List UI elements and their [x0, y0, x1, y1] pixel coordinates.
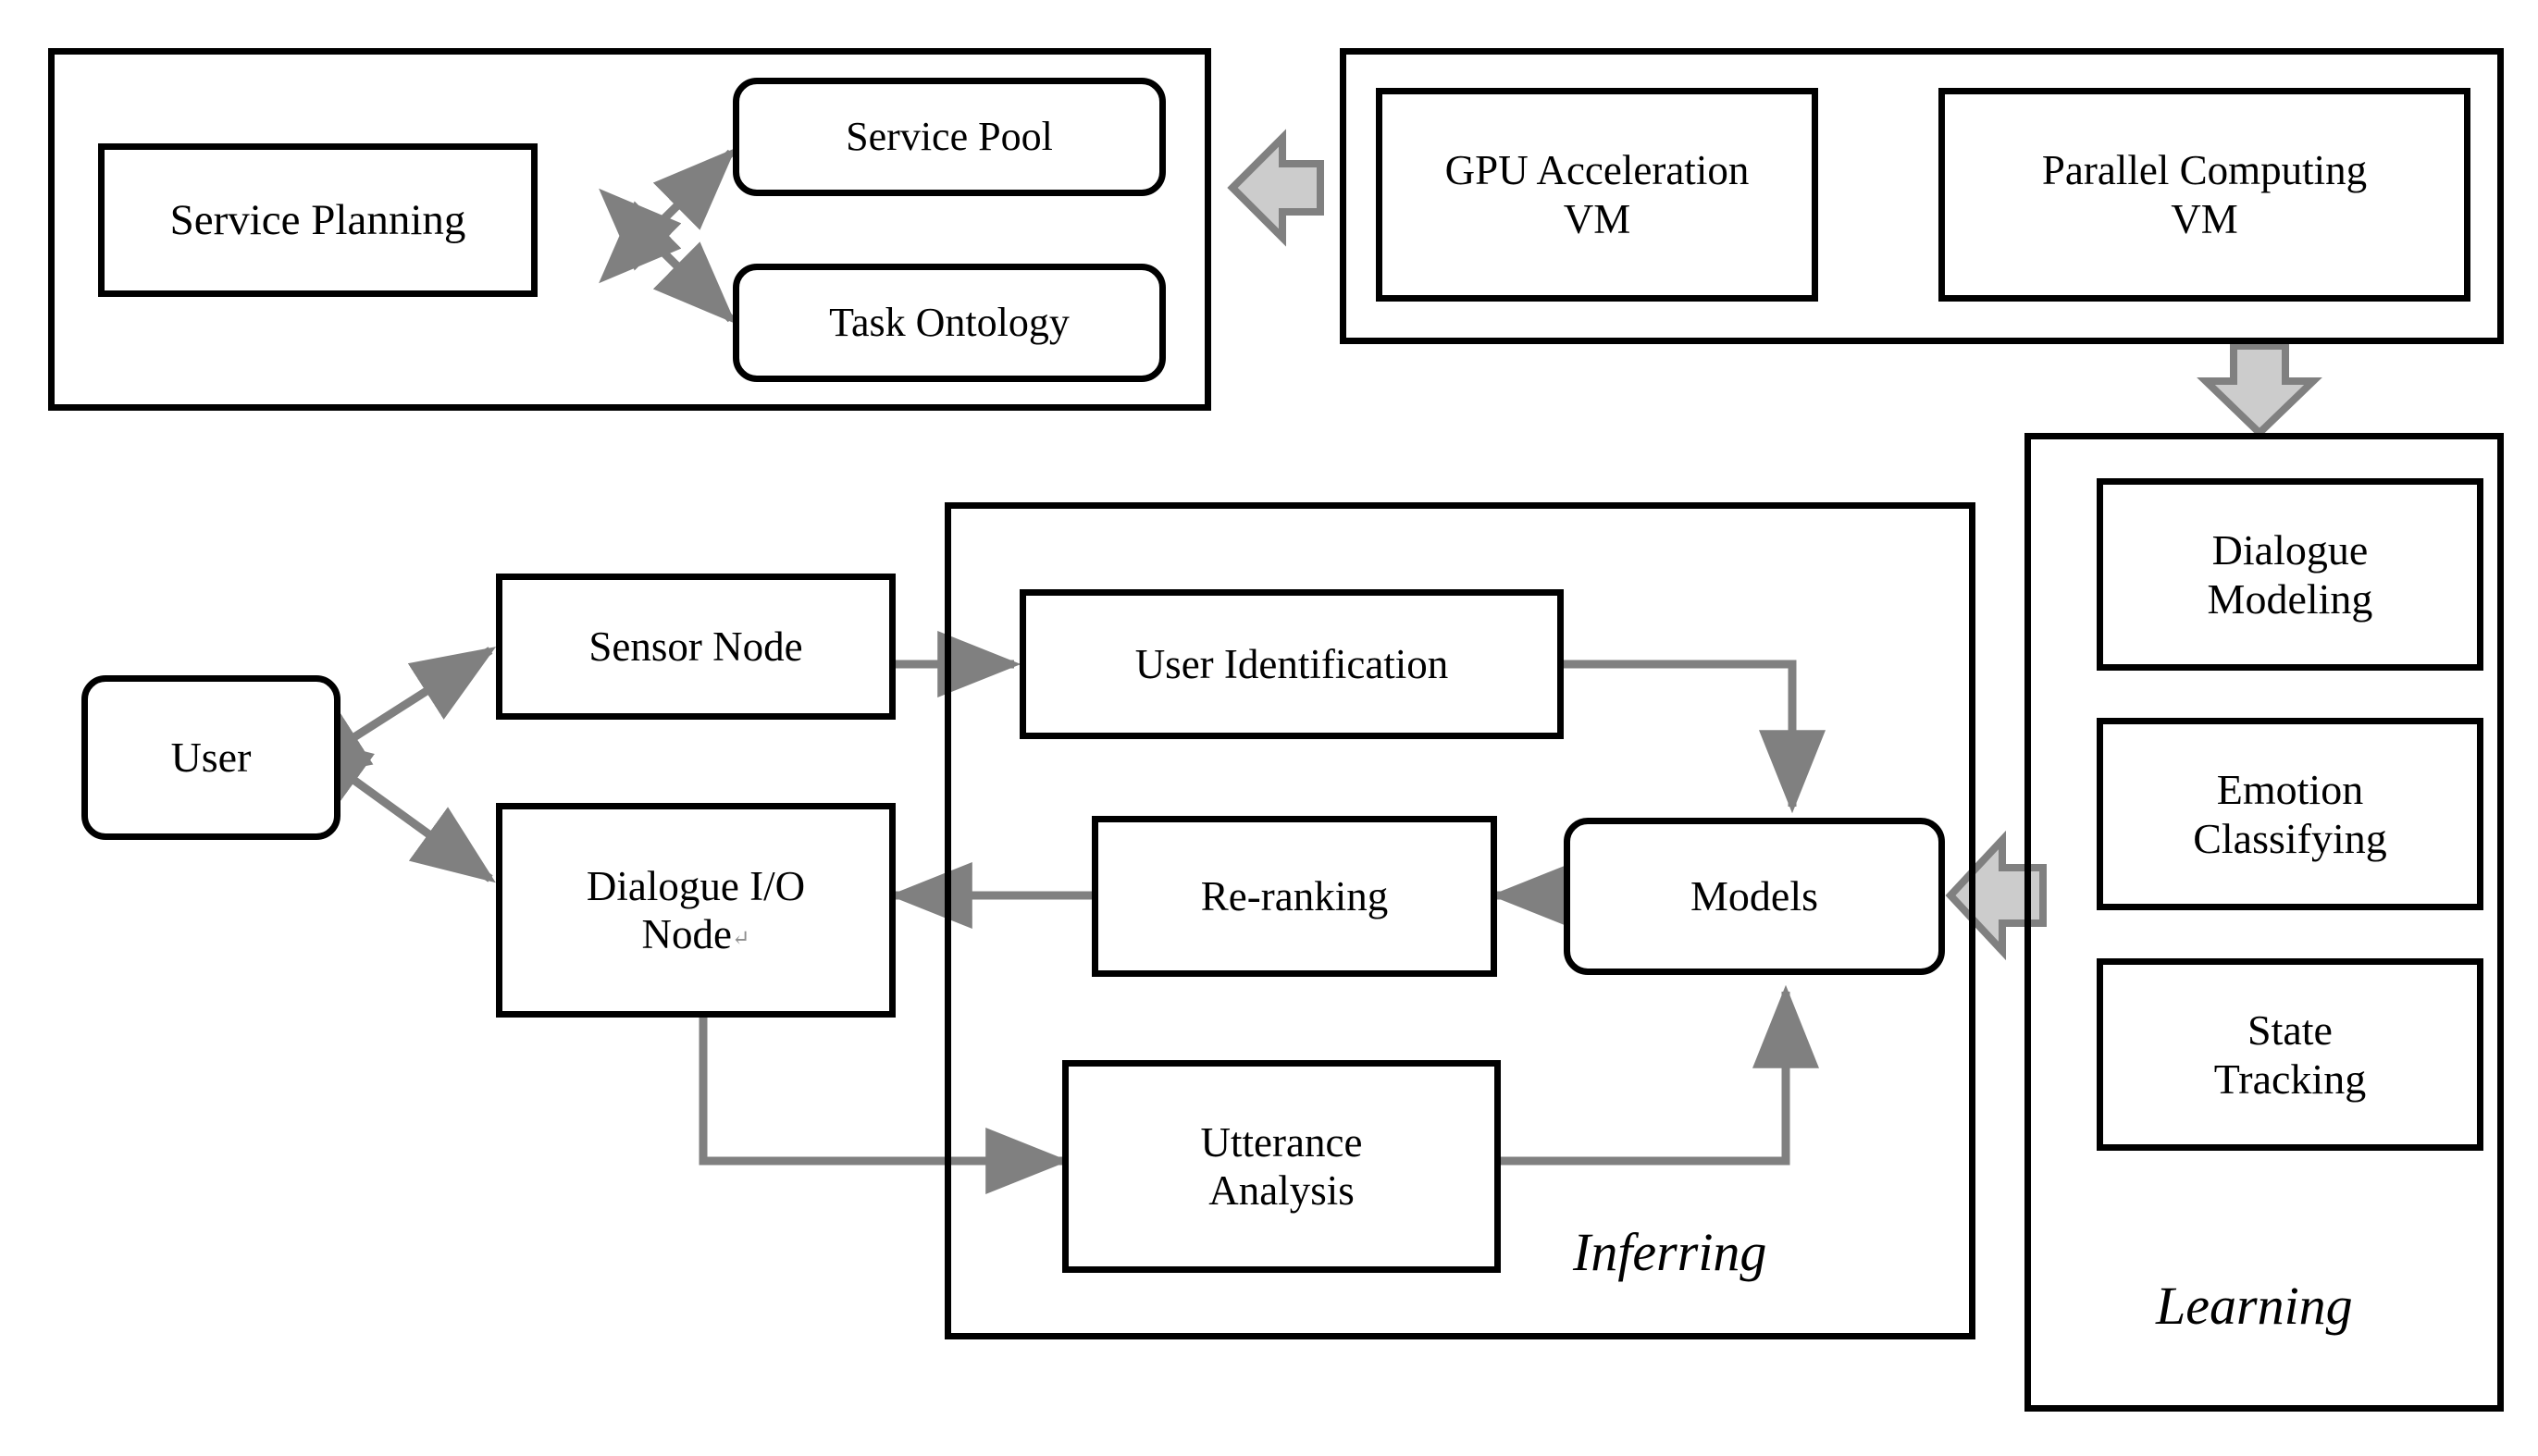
- gpu-acceleration-vm-box[interactable]: GPU Acceleration VM: [1376, 88, 1818, 302]
- dialogue-modeling-label: Dialogue Modeling: [2207, 525, 2373, 623]
- connector-user-sensornode: [285, 647, 497, 782]
- return-mark-icon: ↵: [731, 927, 750, 952]
- gpu-acceleration-vm-label: GPU Acceleration VM: [1444, 147, 1750, 242]
- connector-user-dialogueio: [287, 732, 496, 883]
- emotion-classifying-box[interactable]: Emotion Classifying: [2097, 718, 2483, 910]
- service-panel: [48, 48, 1211, 411]
- inferring-caption: Inferring: [1573, 1222, 1767, 1282]
- emotion-classifying-label: Emotion Classifying: [2193, 765, 2387, 862]
- user-identification-label: User Identification: [1134, 640, 1449, 687]
- state-tracking-label: State Tracking: [2213, 1006, 2367, 1103]
- parallel-computing-vm-label: Parallel Computing VM: [2041, 147, 2368, 242]
- utterance-analysis-box[interactable]: Utterance Analysis: [1062, 1060, 1501, 1273]
- re-ranking-box[interactable]: Re-ranking: [1092, 816, 1497, 977]
- dialogue-io-node-label: Dialogue I/O Node↵: [587, 862, 805, 958]
- task-ontology-box[interactable]: Task Ontology: [733, 264, 1166, 382]
- state-tracking-box[interactable]: State Tracking: [2097, 958, 2483, 1151]
- user-box[interactable]: User: [81, 675, 340, 840]
- models-box[interactable]: Models: [1564, 818, 1945, 975]
- task-ontology-label: Task Ontology: [829, 300, 1070, 346]
- parallel-computing-vm-box[interactable]: Parallel Computing VM: [1938, 88, 2470, 302]
- dialogue-io-node-box[interactable]: Dialogue I/O Node↵: [496, 803, 896, 1018]
- user-label: User: [170, 734, 252, 782]
- block-arrow-down-compute-to-learning: [2197, 342, 2322, 438]
- service-planning-label: Service Planning: [169, 195, 466, 244]
- utterance-analysis-label: Utterance Analysis: [1200, 1118, 1363, 1214]
- sensor-node-box[interactable]: Sensor Node: [496, 574, 896, 720]
- sensor-node-label: Sensor Node: [588, 623, 803, 670]
- service-pool-label: Service Pool: [846, 114, 1053, 160]
- compute-panel: [1340, 48, 2504, 344]
- learning-caption: Learning: [2156, 1276, 2353, 1336]
- models-label: Models: [1690, 872, 1818, 920]
- dialogue-io-node-text: Dialogue I/O Node: [586, 862, 806, 957]
- user-identification-box[interactable]: User Identification: [1020, 589, 1564, 739]
- re-ranking-label: Re-ranking: [1200, 872, 1389, 919]
- dialogue-modeling-box[interactable]: Dialogue Modeling: [2097, 478, 2483, 671]
- inferring-panel: [945, 502, 1975, 1339]
- learning-panel: [2024, 433, 2504, 1412]
- service-planning-box[interactable]: Service Planning: [98, 143, 538, 297]
- block-arrow-left-compute-to-service: [1227, 129, 1324, 247]
- service-pool-box[interactable]: Service Pool: [733, 78, 1166, 196]
